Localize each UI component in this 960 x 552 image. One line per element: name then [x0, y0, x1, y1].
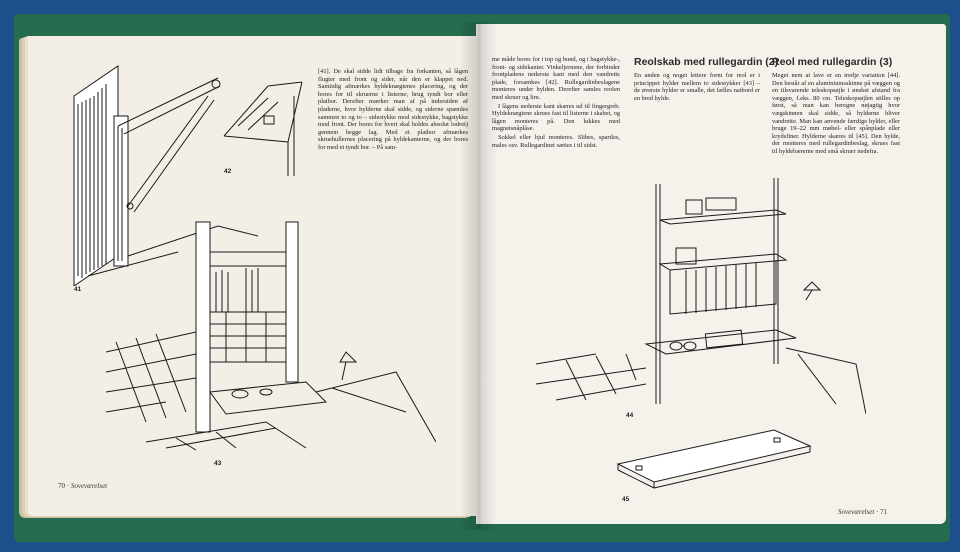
figure-label-41: 41 — [74, 286, 82, 293]
heading-reolskab-2: Reolskab med rullegardin (2) — [634, 56, 779, 68]
open-book: 41 42 — [24, 22, 946, 530]
section-name: Soveværelset — [70, 482, 108, 490]
illustration-fig-45 — [616, 429, 812, 489]
paragraph: En anden og noget lettere form for reol … — [634, 72, 760, 102]
paragraph: I lågens nederste kant skæres ud til fin… — [492, 102, 620, 133]
paragraph: Sokkel eller hjul monteres. Slibes, spar… — [492, 133, 620, 149]
figure-label-42: 42 — [224, 168, 232, 175]
illustration-fig-43 — [106, 221, 436, 451]
folio-right: Soveværelset · 71 — [838, 508, 888, 516]
figure-label-45: 45 — [622, 496, 630, 503]
right-page-text-column-3: Meget nem at lave er en tredje variation… — [772, 72, 900, 157]
right-page: me måde bores for i top og bund, og i ba… — [476, 24, 946, 524]
paragraph: Meget nem at lave er en tredje variation… — [772, 72, 900, 155]
left-page: 41 42 — [28, 36, 476, 516]
section-name: Soveværelset — [838, 508, 875, 516]
right-page-text-column-2: En anden og noget lettere form for reol … — [634, 72, 760, 103]
illustration-fig-42 — [223, 81, 303, 176]
illustration-fig-41 — [73, 65, 258, 286]
heading-reol-3: Reol med rullegardin (3) — [772, 56, 893, 68]
illustration-fig-44 — [536, 178, 866, 414]
figure-label-44: 44 — [626, 412, 634, 419]
right-page-text-column-1: me måde bores for i top og bund, og i ba… — [492, 56, 620, 150]
paragraph: [41]. De skal sidde lidt tilbage fra for… — [318, 68, 468, 151]
paragraph: me måde bores for i top og bund, og i ba… — [492, 56, 620, 101]
folio-left: 70 · Soveværelset — [58, 482, 108, 490]
figure-label-43: 43 — [214, 460, 222, 467]
left-page-text-column: [41]. De skal sidde lidt tilbage fra for… — [318, 68, 468, 153]
page-number: 71 — [880, 508, 888, 516]
page-number: 70 — [58, 482, 65, 490]
